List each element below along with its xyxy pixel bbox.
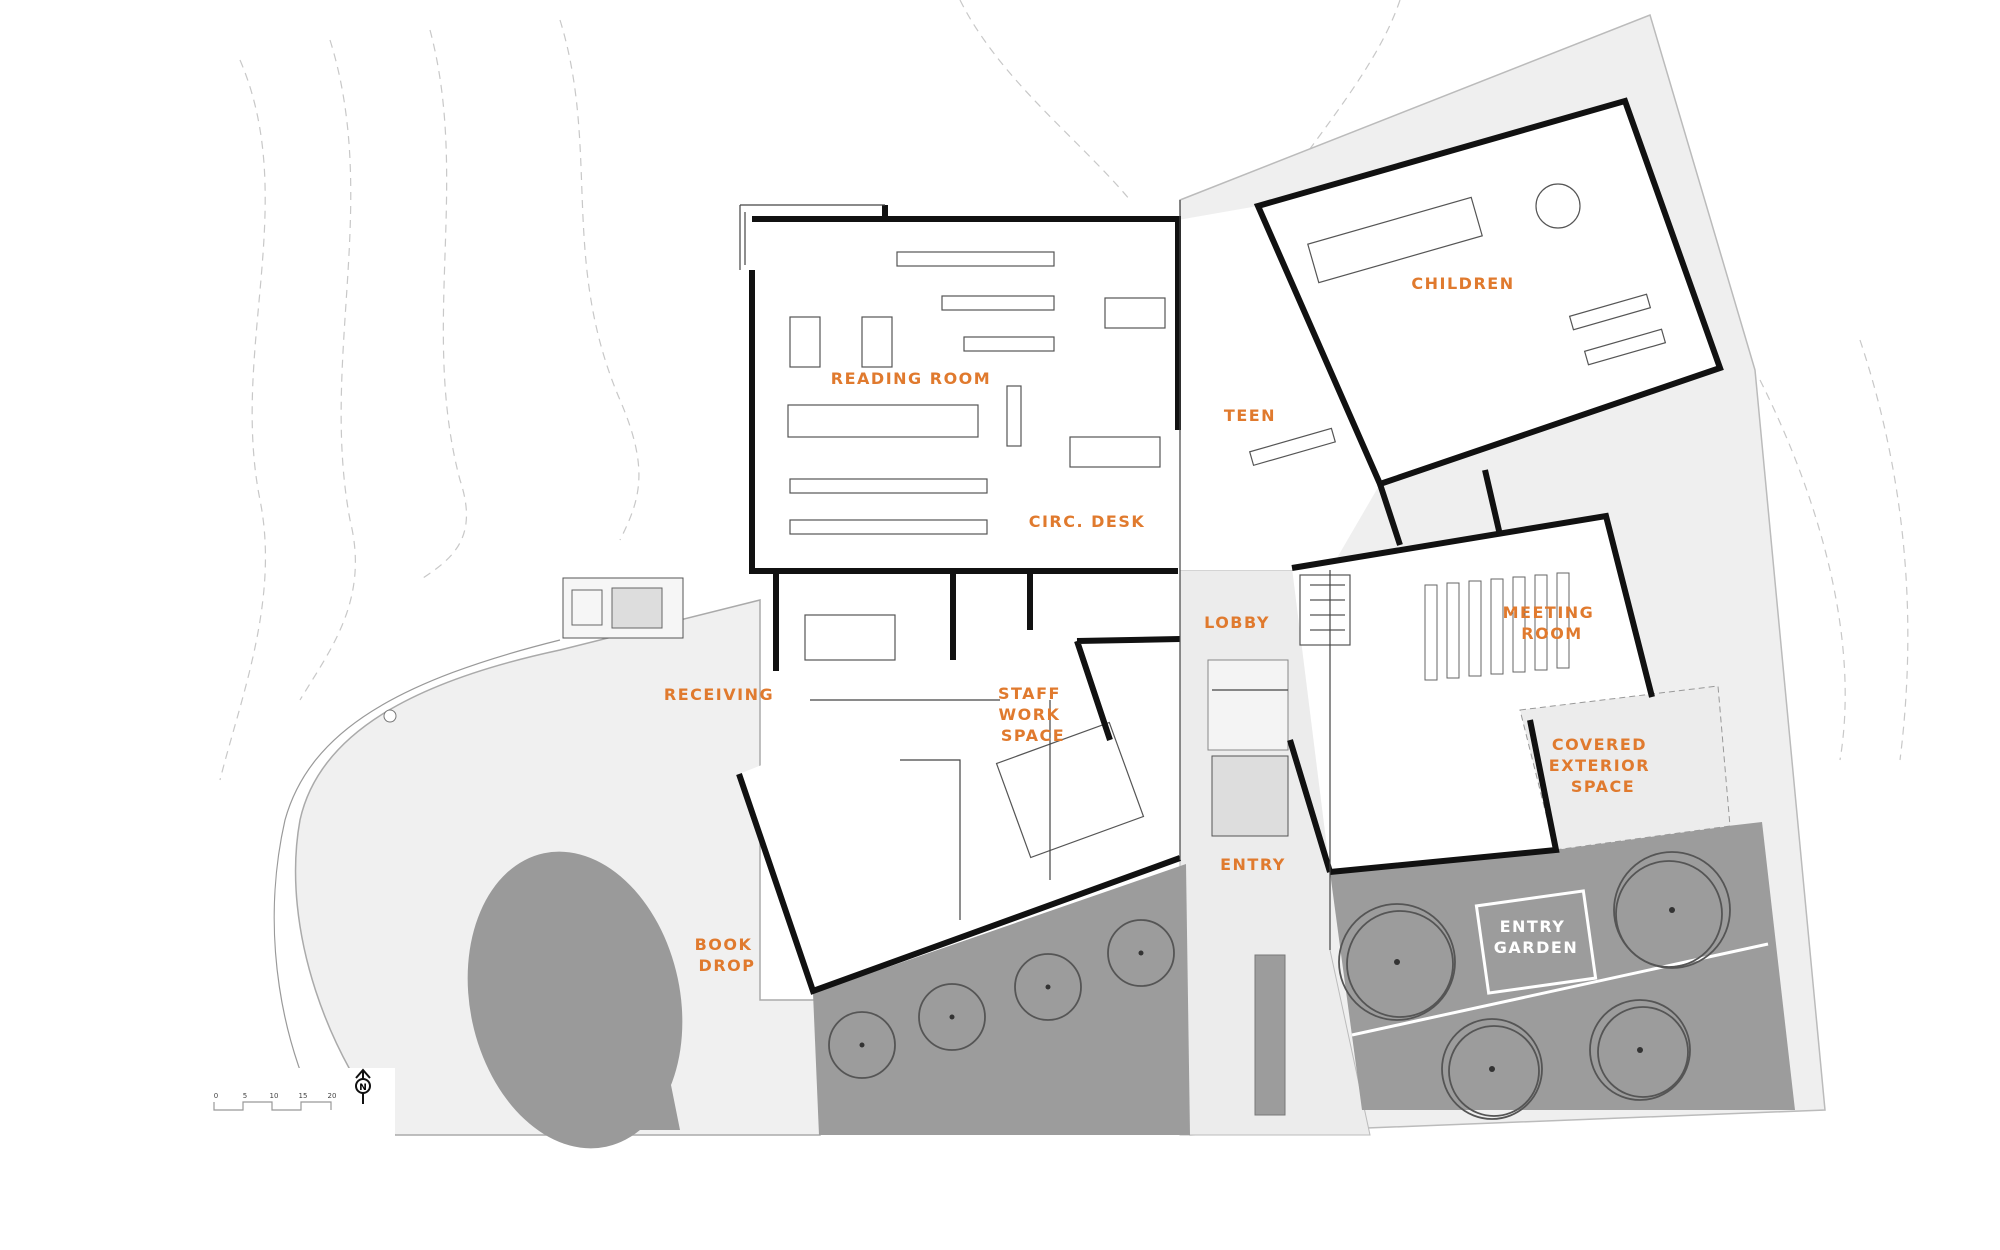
svg-text:N: N bbox=[359, 1083, 367, 1093]
children-room bbox=[1258, 101, 1720, 484]
room-labels: READING ROOM CIRC. DESK CHILDREN TEEN LO… bbox=[664, 274, 1657, 975]
label-receiving: RECEIVING bbox=[664, 685, 774, 704]
label-reading-room: READING ROOM bbox=[831, 369, 991, 388]
label-lobby: LOBBY bbox=[1204, 613, 1270, 632]
svg-text:15: 15 bbox=[299, 1092, 308, 1100]
reading-room bbox=[752, 219, 1178, 571]
building bbox=[739, 101, 1731, 991]
gardens bbox=[813, 822, 1795, 1135]
lobby-stair bbox=[1207, 659, 1289, 751]
label-children: CHILDREN bbox=[1411, 274, 1514, 293]
trees bbox=[828, 851, 1731, 1120]
svg-text:5: 5 bbox=[243, 1092, 247, 1100]
entry-vestibule bbox=[1211, 755, 1289, 837]
entry-garden-sign bbox=[1474, 889, 1598, 995]
furniture bbox=[787, 183, 1667, 859]
label-covered-exterior-space: COVERED EXTERIOR SPACE bbox=[1549, 735, 1657, 796]
label-entry: ENTRY bbox=[1220, 855, 1286, 874]
teen-area bbox=[1178, 206, 1380, 570]
label-teen: TEEN bbox=[1224, 406, 1276, 425]
svg-text:0: 0 bbox=[214, 1092, 218, 1100]
label-staff-work-space: STAFF WORK SPACE bbox=[998, 684, 1068, 745]
label-book-drop: BOOK DROP bbox=[695, 935, 760, 975]
svg-text:20: 20 bbox=[328, 1092, 337, 1100]
label-meeting-room: MEETING ROOM bbox=[1503, 603, 1602, 643]
svg-text:10: 10 bbox=[270, 1092, 279, 1100]
label-circ-desk: CIRC. DESK bbox=[1029, 512, 1146, 531]
north-arrow-icon: N bbox=[355, 1068, 371, 1104]
label-entry-garden: ENTRY GARDEN bbox=[1494, 917, 1578, 957]
walls bbox=[736, 97, 1724, 995]
